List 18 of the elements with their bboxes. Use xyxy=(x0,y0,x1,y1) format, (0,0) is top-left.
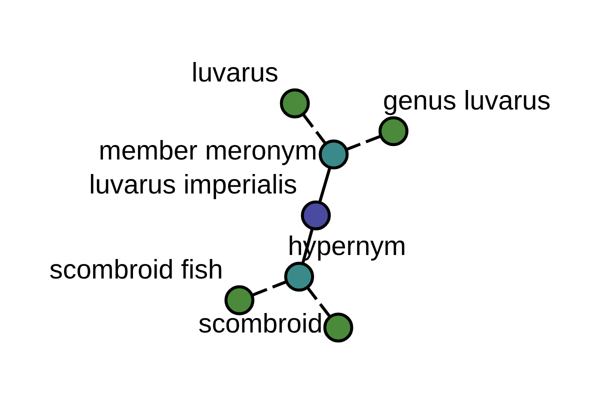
connector xyxy=(318,166,332,202)
node-circle xyxy=(280,88,310,118)
connector xyxy=(306,286,331,316)
node-circle xyxy=(323,312,354,342)
node-circle xyxy=(300,200,331,230)
node-circle xyxy=(284,261,314,292)
node-circle xyxy=(224,284,254,315)
connector xyxy=(346,134,382,150)
node-label: member meronym xyxy=(98,135,318,166)
node-label: scombroid xyxy=(198,308,323,338)
connector xyxy=(302,113,327,144)
node-label: luvarus imperialis xyxy=(89,169,298,200)
node-label: genus luvarus xyxy=(382,84,551,115)
connector xyxy=(252,280,288,296)
node-label: scombroid fish xyxy=(49,254,223,284)
node-label: luvarus xyxy=(192,57,278,88)
node-circle xyxy=(318,139,349,169)
node-circle xyxy=(378,116,408,146)
